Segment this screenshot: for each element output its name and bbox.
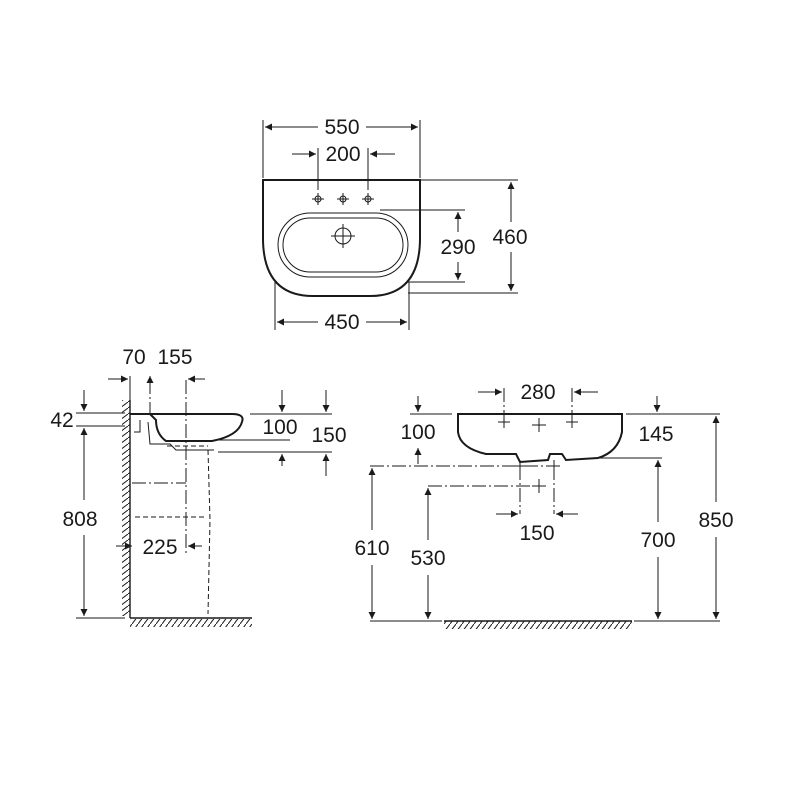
front-view-floor [444, 621, 632, 629]
front-view-tap-holes [498, 416, 578, 432]
dim-overall-height: 150 [311, 424, 346, 447]
top-view-bowl [277, 212, 409, 278]
dim-pedestal-width: 450 [324, 311, 359, 334]
dim-supply-height-2: 530 [410, 547, 445, 570]
front-view-basin [457, 413, 623, 464]
tap-hole-icon [498, 416, 510, 428]
dim-side-height: 145 [638, 423, 673, 446]
dim-bowl-depth: 290 [440, 236, 475, 259]
side-view-pedestal [207, 449, 211, 615]
dim-waste-offset: 155 [157, 346, 192, 369]
tap-hole-icon [566, 416, 578, 428]
dim-rim-top-height: 850 [698, 509, 733, 532]
dim-overall-width: 550 [324, 116, 359, 139]
dim-basin-height: 100 [262, 416, 297, 439]
dim-supply-height-1: 610 [354, 537, 389, 560]
dim-rim-thickness: 100 [400, 421, 435, 444]
dim-rim-height-floor: 808 [62, 508, 97, 531]
tap-hole-icon [337, 193, 349, 205]
tap-hole-icon [312, 193, 324, 205]
dim-underside-height: 700 [640, 529, 675, 552]
dim-rim-drop: 42 [50, 409, 73, 432]
tap-hole-icon [532, 418, 546, 432]
side-view-wall [122, 400, 130, 616]
dim-fixing-spacing: 150 [519, 522, 554, 545]
dim-bracket-offset: 70 [122, 346, 145, 369]
top-view-tap-holes [312, 193, 374, 205]
side-view: 70 155 42 808 100 150 225 [50, 346, 347, 627]
front-view: 280 100 145 150 610 530 700 850 [354, 381, 734, 629]
top-view-bowl-inner [282, 217, 404, 273]
top-view: 550 200 450 290 460 [262, 116, 528, 334]
tap-hole-icon [362, 193, 374, 205]
dim-tap-hole-spacing: 200 [325, 143, 360, 166]
top-view-basin-outline [262, 179, 421, 297]
top-view-drain-icon [331, 224, 355, 248]
side-view-floor [130, 619, 252, 627]
dim-overall-depth: 460 [492, 226, 527, 249]
dim-pedestal-projection: 225 [142, 536, 177, 559]
dim-tap-spacing: 280 [520, 381, 555, 404]
